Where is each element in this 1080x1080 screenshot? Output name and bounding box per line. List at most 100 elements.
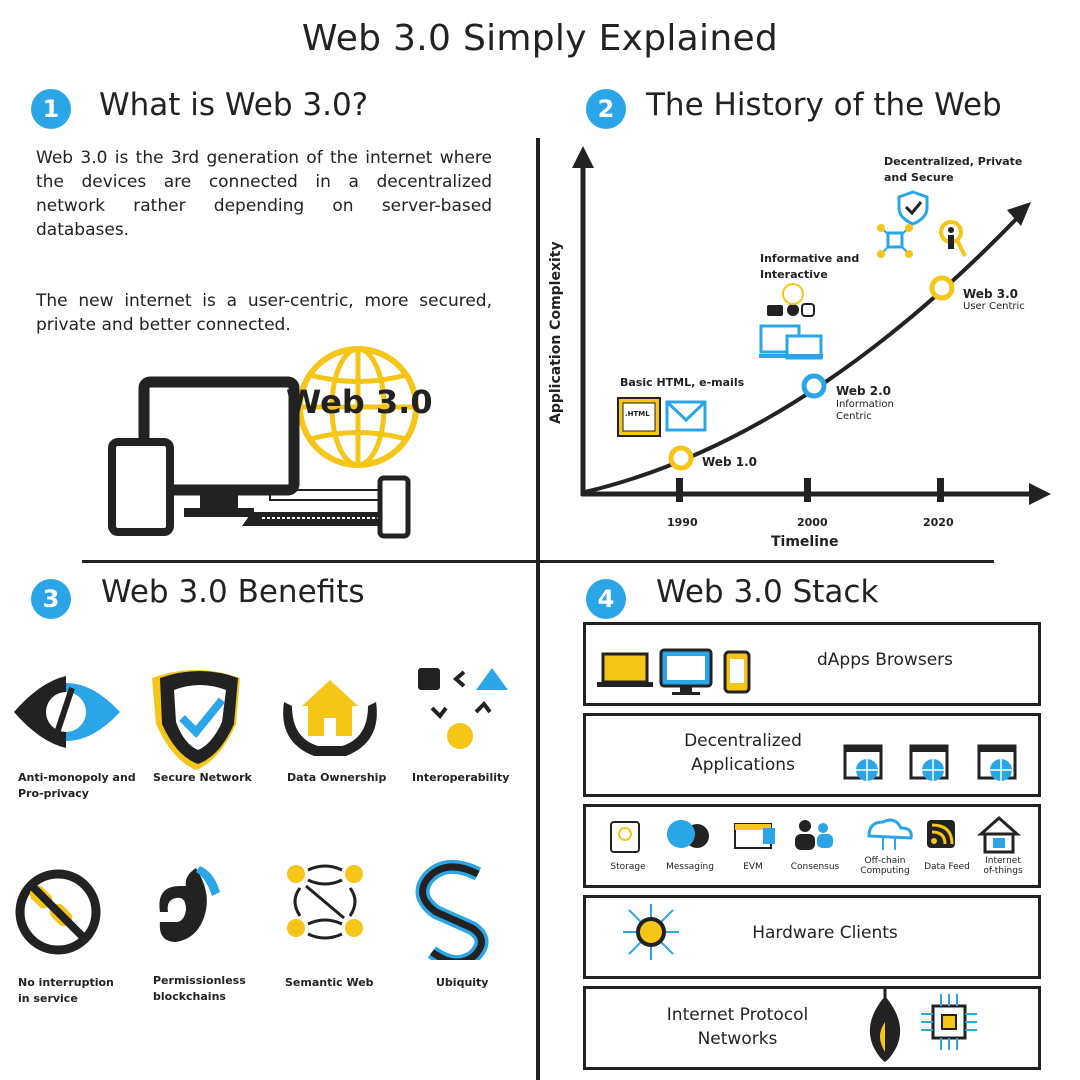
web3-note: Decentralized, Private and Secure bbox=[884, 155, 1023, 184]
stack-layer-dapps-browsers bbox=[583, 622, 1041, 706]
section-3-badge: 3 bbox=[31, 579, 71, 619]
iot-home-icon bbox=[977, 815, 1021, 854]
globe-label: Web 3.0 bbox=[286, 383, 433, 421]
growth-curve bbox=[584, 208, 1027, 494]
year-1990: 1990 bbox=[667, 516, 698, 529]
stack-label-hardware-clients: Hardware Clients bbox=[752, 923, 898, 943]
app-window-globe-icon bbox=[909, 744, 949, 781]
shield-icon bbox=[152, 670, 240, 770]
section-2-badge: 2 bbox=[586, 89, 626, 129]
x-axis-arrow-icon bbox=[1029, 483, 1051, 505]
stack-label-protocol-networks: Internet Protocol Networks bbox=[666, 1005, 809, 1049]
history-chart: .HTML bbox=[572, 146, 1051, 505]
infra-label-evm: EVM bbox=[743, 862, 763, 872]
html-file-icon bbox=[617, 397, 661, 437]
media-icons bbox=[767, 283, 815, 317]
monitor-icon bbox=[659, 648, 713, 695]
ok-hand-icon bbox=[159, 866, 220, 942]
devices-globe-illustration bbox=[108, 346, 419, 539]
stack-icons bbox=[597, 648, 1021, 1062]
shield-check-icon bbox=[897, 190, 929, 226]
stack-layer-protocol-networks bbox=[583, 986, 1041, 1070]
web3-sub: User Centric bbox=[963, 301, 1025, 312]
web2-label: Web 2.0 bbox=[836, 384, 891, 398]
section-4-badge: 4 bbox=[586, 579, 626, 619]
html-file-label: .HTML bbox=[625, 410, 650, 418]
y-axis-arrow-icon bbox=[572, 146, 594, 168]
web3-label: Web 3.0 bbox=[963, 287, 1018, 301]
messaging-icon bbox=[667, 820, 709, 848]
monitor-icon bbox=[138, 376, 300, 517]
benefit-label-4: Interoperability bbox=[412, 771, 510, 784]
laptop-icon bbox=[597, 652, 653, 687]
infra-label-messaging: Messaging bbox=[666, 862, 714, 872]
section-2-title: The History of the Web bbox=[646, 87, 1002, 123]
house-hands-icon bbox=[283, 680, 377, 756]
year-2020: 2020 bbox=[923, 516, 954, 529]
infra-label-datafeed: Data Feed bbox=[924, 862, 970, 872]
infra-label-offchain: Off-chain Computing bbox=[860, 856, 910, 876]
laptop-icon bbox=[242, 489, 400, 526]
section-4-title: Web 3.0 Stack bbox=[656, 574, 879, 610]
app-window-globe-icon bbox=[843, 744, 883, 781]
no-interruption-icon bbox=[15, 869, 101, 955]
benefit-label-7: Semantic Web bbox=[285, 976, 374, 989]
consensus-icon bbox=[795, 820, 833, 850]
cloud-computing-icon bbox=[867, 818, 913, 850]
web3-point bbox=[929, 275, 955, 301]
stack-layer-decentralized-apps bbox=[583, 713, 1041, 797]
user-search-icon bbox=[939, 220, 967, 257]
what-paragraph-1: Web 3.0 is the 3rd generation of the int… bbox=[36, 148, 492, 240]
infra-label-consensus: Consensus bbox=[790, 862, 840, 872]
curve-arrow-icon bbox=[1007, 202, 1031, 226]
tick-1990 bbox=[676, 478, 683, 502]
app-window-globe-icon bbox=[977, 744, 1017, 781]
web2-sub: Information Centric bbox=[836, 399, 894, 422]
eye-icon bbox=[14, 676, 120, 748]
phone-icon bbox=[377, 475, 411, 539]
benefit-label-6: Permissionless blockchains bbox=[153, 974, 246, 1003]
web2-point bbox=[801, 373, 827, 399]
tablet-icon bbox=[108, 438, 174, 536]
protocol-leaf-icon bbox=[869, 988, 901, 1062]
email-icon bbox=[665, 400, 707, 432]
benefit-label-8: Ubiquity bbox=[436, 976, 489, 989]
section-1-badge: 1 bbox=[31, 89, 71, 129]
what-paragraph-2: The new internet is a user-centric, more… bbox=[36, 291, 492, 335]
globe-icon bbox=[297, 346, 419, 468]
phone-icon bbox=[723, 650, 751, 694]
tick-2020 bbox=[937, 478, 944, 502]
hardware-chip-icon bbox=[623, 904, 679, 960]
ubiquity-icon bbox=[415, 860, 489, 960]
vertical-divider bbox=[536, 138, 540, 1080]
processor-icon bbox=[921, 994, 977, 1050]
web1-point bbox=[668, 445, 694, 471]
stack-label-decentralized-apps: Decentralized Applications bbox=[684, 731, 802, 775]
year-2000: 2000 bbox=[797, 516, 828, 529]
benefit-label-1: Anti-monopoly and Pro-privacy bbox=[18, 771, 136, 800]
y-axis-title-wrap: Application Complexity bbox=[548, 241, 578, 454]
horizontal-divider bbox=[82, 560, 994, 563]
benefit-label-2: Secure Network bbox=[153, 771, 252, 784]
web1-label: Web 1.0 bbox=[702, 455, 757, 469]
benefit-label-3: Data Ownership bbox=[287, 771, 387, 784]
evm-icon bbox=[734, 823, 775, 849]
semantic-web-icon bbox=[287, 864, 363, 940]
tick-2000 bbox=[804, 478, 811, 502]
interoperability-shapes-icon bbox=[418, 668, 508, 749]
y-axis-title: Application Complexity bbox=[548, 241, 564, 424]
stack-label-dapps-browsers: dApps Browsers bbox=[816, 650, 953, 670]
benefits-icons bbox=[14, 668, 508, 960]
x-axis-title: Timeline bbox=[771, 534, 839, 550]
data-feed-icon bbox=[927, 820, 955, 848]
storage-icon bbox=[610, 821, 640, 853]
benefit-label-5: No interruption in service bbox=[18, 976, 114, 1005]
web1-note: Basic HTML, e-mails bbox=[620, 376, 745, 389]
section-1-title: What is Web 3.0? bbox=[99, 87, 369, 123]
section-3-title: Web 3.0 Benefits bbox=[101, 574, 365, 610]
device-screens-icon bbox=[759, 324, 823, 360]
network-nodes-icon bbox=[877, 224, 913, 258]
infra-label-storage: Storage bbox=[610, 862, 646, 872]
web2-note: Informative and Interactive bbox=[760, 252, 860, 281]
infra-label-iot: Internet of-things bbox=[983, 856, 1023, 876]
